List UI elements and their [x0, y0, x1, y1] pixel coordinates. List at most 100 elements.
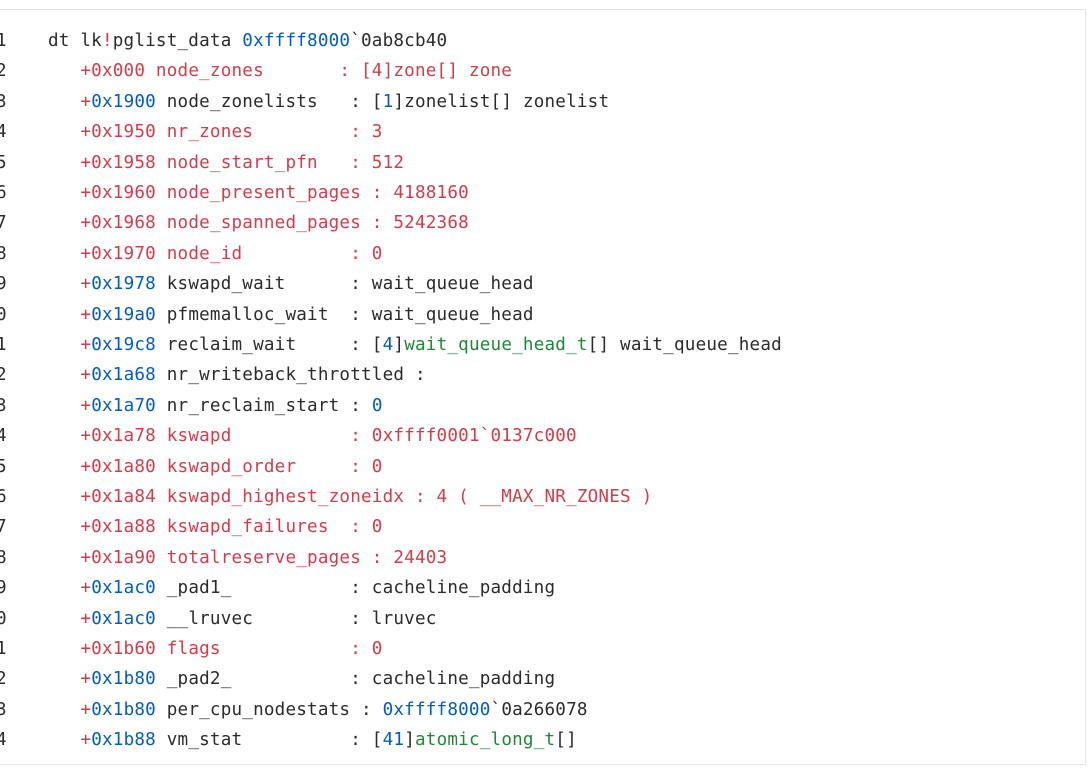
code-content: dt lk!pglist_data 0xffff8000`0ab8cb40 — [48, 26, 447, 56]
line-number: 3 — [0, 699, 7, 720]
code-token: +0x000 node_zones : [4]zone[] zone — [80, 61, 513, 82]
code-token: 0 — [371, 395, 383, 416]
code-token — [48, 244, 80, 264]
code-content: +0x1b88 vm_stat : [41]atomic_long_t[] — [48, 725, 577, 755]
line-number: 8 — [0, 243, 7, 264]
code-token: + — [80, 699, 92, 720]
code-token: 0x19a0 — [91, 304, 156, 325]
code-token: [] — [555, 730, 577, 751]
code-token: 0x1b88 — [91, 730, 156, 751]
code-token: per_cpu_nodestats : — [155, 699, 383, 720]
code-content: +0x1b60 flags : 0 — [48, 634, 383, 664]
code-token: nr_writeback_throttled : — [155, 365, 426, 386]
code-token: ]zonelist[] zonelist — [393, 91, 610, 112]
code-token — [48, 639, 80, 659]
code-token: 0x1b80 — [91, 699, 156, 720]
code-token: 0x1ac0 — [91, 608, 156, 629]
code-token — [48, 183, 80, 203]
code-token: wait_queue_head_t — [404, 335, 588, 355]
line-number: 4 — [0, 426, 7, 447]
code-token: 1 — [382, 91, 394, 112]
code-token: __lruvec : lruvec — [155, 608, 437, 629]
code-token: ] — [393, 335, 405, 355]
code-token: 0x1b80 — [91, 669, 156, 690]
code-content: +0x19c8 reclaim_wait : [4]wait_queue_hea… — [48, 330, 782, 360]
code-token: 0xffff8000 — [242, 31, 351, 51]
line-number: 2 — [0, 669, 7, 690]
code-token — [48, 669, 80, 689]
code-token — [48, 122, 80, 142]
code-token: + — [80, 730, 92, 751]
code-content: +0x1958 node_start_pfn : 512 — [48, 148, 404, 178]
code-content: +0x1900 node_zonelists : [1]zonelist[] z… — [48, 87, 609, 117]
code-token: node_zonelists : [ — [155, 91, 383, 112]
code-content: +0x1968 node_spanned_pages : 5242368 — [48, 208, 469, 238]
line-number: 0 — [0, 608, 7, 629]
line-number: 1 — [0, 335, 7, 355]
code-token: 0x1978 — [91, 274, 156, 295]
line-number: 4 — [0, 122, 7, 143]
code-token: 4 — [382, 335, 394, 355]
code-token: 0x1a70 — [91, 395, 156, 416]
code-token: _pad2_ : cacheline_padding — [155, 669, 556, 690]
code-token: +0x1a88 kswapd_failures : 0 — [80, 517, 383, 538]
code-token — [48, 548, 80, 568]
code-token — [48, 517, 80, 537]
code-token — [48, 730, 80, 750]
code-token: nr_reclaim_start : — [155, 395, 372, 416]
code-content: +0x1ac0 __lruvec : lruvec — [48, 604, 437, 634]
code-token: pfmemalloc_wait : wait_queue_head — [155, 304, 534, 325]
code-content: +0x1ac0 _pad1_ : cacheline_padding — [48, 573, 555, 603]
code-token: + — [80, 395, 92, 416]
line-number: 2 — [0, 365, 7, 386]
code-token — [48, 487, 80, 507]
code-token: vm_stat : [ — [155, 730, 383, 751]
code-content: +0x1a70 nr_reclaim_start : 0 — [48, 391, 383, 421]
code-content: +0x1960 node_present_pages : 4188160 — [48, 178, 469, 208]
line-number: 8 — [0, 547, 7, 568]
code-content: +0x1a84 kswapd_highest_zoneidx : 4 ( __M… — [48, 482, 652, 512]
line-number: 1 — [0, 639, 7, 659]
line-number: 6 — [0, 183, 7, 203]
code-token: +0x1970 node_id : 0 — [80, 243, 383, 264]
code-token: 0x19c8 — [91, 335, 156, 355]
code-token: ] — [404, 730, 415, 751]
code-token: dt lk — [48, 31, 102, 51]
code-token: + — [80, 91, 92, 112]
code-token: `0ab8cb40 — [350, 31, 448, 51]
code-content: +0x1b80 _pad2_ : cacheline_padding — [48, 664, 555, 694]
code-token — [48, 305, 80, 325]
line-number: 0 — [0, 304, 7, 325]
code-token — [48, 153, 80, 173]
code-content: +0x000 node_zones : [4]zone[] zone — [48, 56, 512, 86]
code-token: `0a266078 — [490, 699, 588, 720]
code-token: +0x1b60 flags : 0 — [80, 639, 383, 659]
code-token: +0x1a84 kswapd_highest_zoneidx : 4 ( __M… — [80, 487, 653, 507]
code-content: +0x1a80 kswapd_order : 0 — [48, 452, 383, 482]
code-token — [48, 213, 80, 233]
line-number: 9 — [0, 274, 7, 295]
code-content: +0x1950 nr_zones : 3 — [48, 117, 383, 147]
code-token: pglist_data — [112, 31, 243, 51]
line-number: 7 — [0, 213, 7, 234]
code-token: [] wait_queue_head — [587, 335, 782, 355]
code-token: + — [80, 365, 92, 386]
code-content: +0x1a90 totalreserve_pages : 24403 — [48, 543, 447, 573]
code-token — [48, 609, 80, 629]
code-token — [48, 365, 80, 385]
line-number: 4 — [0, 730, 7, 751]
code-token: +0x1a90 totalreserve_pages : 24403 — [80, 547, 448, 568]
code-token: +0x1960 node_present_pages : 4188160 — [80, 183, 469, 203]
code-content: +0x1978 kswapd_wait : wait_queue_head — [48, 269, 534, 299]
code-token — [48, 335, 80, 355]
line-number: 3 — [0, 91, 7, 112]
code-token: atomic_long_t — [414, 730, 556, 751]
code-token: + — [80, 608, 92, 629]
line-number: 5 — [0, 456, 7, 477]
code-token: 0xffff8000 — [382, 699, 491, 720]
line-number: 7 — [0, 517, 7, 538]
code-token: kswapd_wait : wait_queue_head — [155, 274, 534, 295]
code-token: 0x1a68 — [91, 365, 156, 386]
code-token: ! — [101, 31, 113, 51]
